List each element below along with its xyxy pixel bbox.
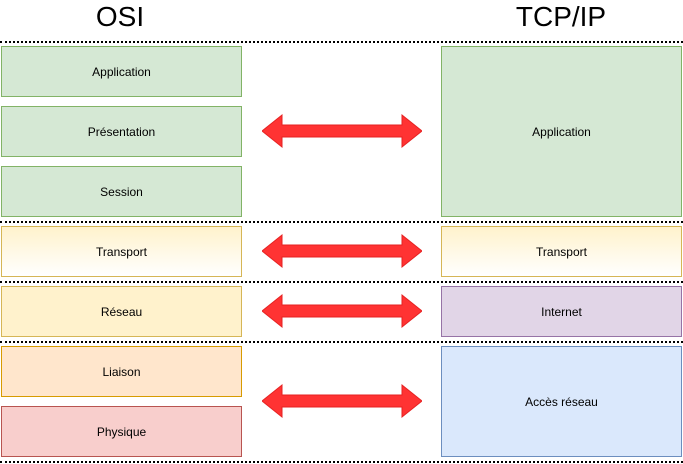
- osi-layer-presentation: Présentation: [1, 106, 242, 157]
- arrow-link-physical-mapping: [262, 383, 422, 419]
- tcpip-layer-application: Application: [441, 46, 682, 217]
- arrow-network-mapping: [262, 293, 422, 329]
- double-arrow-shape: [262, 383, 422, 419]
- tcpip-layer-label: Application: [532, 124, 591, 139]
- double-arrow-shape: [262, 233, 422, 269]
- separator-application-transport: [0, 221, 683, 223]
- osi-layer-label: Liaison: [102, 364, 141, 379]
- osi-layer-label: Transport: [96, 244, 147, 259]
- tcpip-layer-internet: Internet: [441, 286, 682, 337]
- arrow-transport-mapping: [262, 233, 422, 269]
- osi-layer-physical: Physique: [1, 406, 242, 457]
- osi-layer-label: Réseau: [100, 304, 143, 319]
- tcpip-layer-network-access: Accès réseau: [441, 346, 682, 457]
- osi-layer-label: Application: [92, 64, 151, 79]
- separator-network-link: [0, 341, 683, 343]
- osi-layer-label: Session: [100, 184, 143, 199]
- separator-bottom: [0, 461, 683, 463]
- tcpip-title: TCP/IP: [515, 1, 607, 32]
- osi-layer-label: Physique: [96, 424, 147, 439]
- separator-top: [0, 41, 683, 43]
- tcpip-layer-label: Transport: [536, 244, 587, 259]
- tcpip-layer-transport: Transport: [441, 226, 682, 277]
- tcpip-layer-label: Internet: [541, 304, 582, 319]
- osi-layer-application: Application: [1, 46, 242, 97]
- osi-layer-label: Présentation: [87, 124, 156, 139]
- separator-transport-network: [0, 281, 683, 283]
- osi-layer-data-link: Liaison: [1, 346, 242, 397]
- osi-layer-session: Session: [1, 166, 242, 217]
- osi-layer-network: Réseau: [1, 286, 242, 337]
- osi-title: OSI: [95, 1, 145, 32]
- tcpip-layer-label: Accès réseau: [525, 394, 598, 409]
- double-arrow-shape: [262, 113, 422, 149]
- osi-layer-transport: Transport: [1, 226, 242, 277]
- arrow-application-mapping: [262, 113, 422, 149]
- double-arrow-shape: [262, 293, 422, 329]
